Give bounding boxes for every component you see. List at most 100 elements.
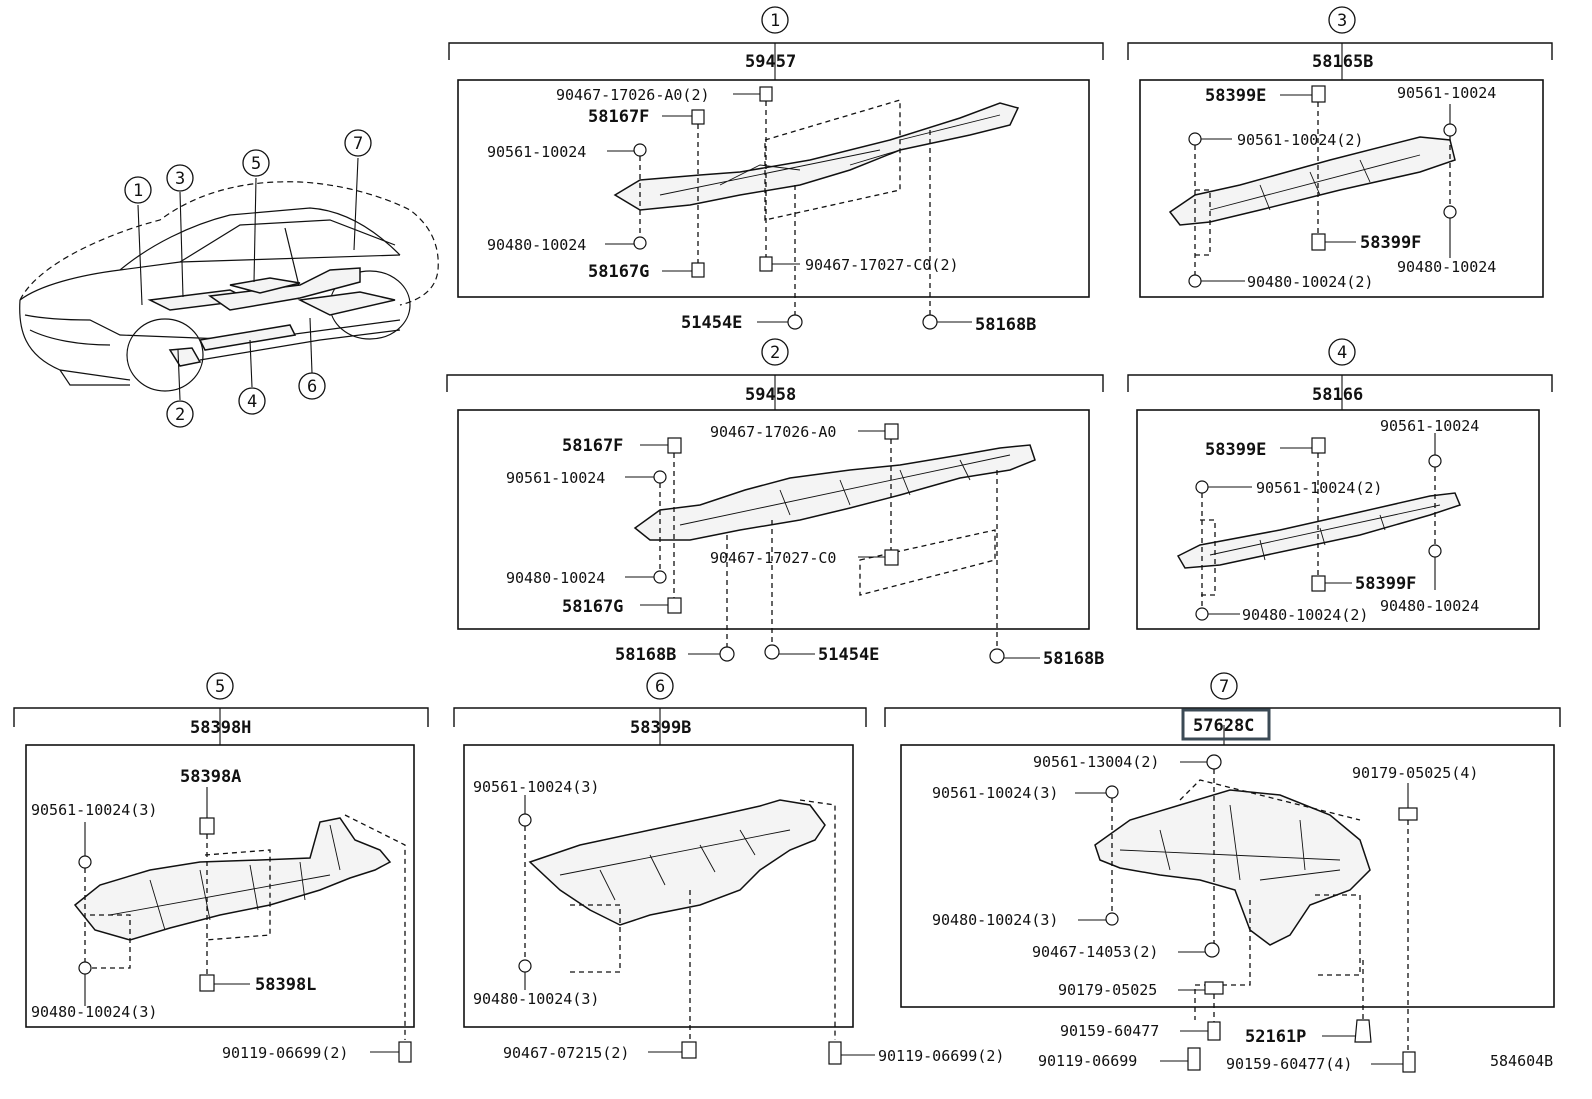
bolt-icon — [633, 143, 647, 157]
bolt-icon — [884, 423, 899, 440]
section-3: 3 58165B 58399E 90561-10024 90561-10024(… — [1127, 6, 1553, 298]
bolt-icon — [989, 648, 1005, 664]
label: 90561-10024(3) — [932, 784, 1058, 802]
label: 58399E — [1205, 86, 1266, 106]
bolt-icon — [398, 1041, 412, 1063]
bolt-icon — [1311, 233, 1326, 251]
label: 58167F — [562, 436, 623, 456]
label: 90561-10024 — [1397, 84, 1496, 102]
section-2: 2 59458 58167F 90467-17026-A0 9056 — [446, 338, 1104, 669]
label: 58168B — [975, 315, 1036, 335]
bolt-icon — [199, 974, 215, 992]
section-1-index: 1 — [770, 11, 780, 31]
section-1-frame — [457, 79, 1090, 298]
section-4: 4 58166 58399E 90561-10024 90561-10024(2… — [1127, 338, 1553, 630]
section-2-assembly: 59458 — [745, 385, 796, 405]
label: 58168B — [1043, 649, 1104, 669]
label: 90467-14053(2) — [1032, 943, 1158, 961]
bolt-icon — [518, 813, 532, 827]
section-1: 1 59457 90467-17026-A0(2) 58167F 9 — [448, 6, 1104, 335]
label: 58399F — [1355, 574, 1416, 594]
label: 58399E — [1205, 440, 1266, 460]
callout-circle-4 — [238, 387, 266, 415]
section-7-index: 7 — [1219, 677, 1229, 697]
label: 90119-06699(2) — [878, 1047, 1004, 1065]
bolt-icon — [1195, 480, 1209, 494]
label: 58398L — [255, 975, 316, 995]
bolt-icon — [653, 470, 667, 484]
clip-icon — [1204, 981, 1224, 995]
callout-num-3: 3 — [175, 169, 185, 189]
bolt-icon — [828, 1041, 842, 1065]
bolt-icon — [884, 549, 899, 566]
callout-num-5: 5 — [251, 154, 261, 174]
rivet-icon — [1354, 1019, 1372, 1043]
label: 90467-17027-C0(2) — [805, 256, 959, 274]
label: 90561-13004(2) — [1033, 753, 1159, 771]
bolt-icon — [691, 262, 705, 278]
bolt-icon — [1311, 575, 1326, 592]
bolt-icon — [1206, 754, 1222, 770]
bolt-icon — [1187, 1047, 1201, 1071]
bolt-icon — [78, 961, 92, 975]
callout-num-7: 7 — [353, 134, 363, 154]
bolt-icon — [691, 109, 705, 125]
label: 58167G — [588, 262, 649, 282]
bolt-icon — [1311, 437, 1326, 454]
callout-circle-6 — [298, 372, 326, 400]
bolt-icon — [759, 256, 773, 272]
bolt-icon — [719, 646, 735, 662]
label: 90159-60477 — [1060, 1022, 1159, 1040]
label: 90561-10024 — [1380, 417, 1479, 435]
label: 90467-17027-C0 — [710, 549, 836, 567]
label: 51454E — [818, 645, 879, 665]
label: 90561-10024(3) — [31, 801, 157, 819]
section-5-assembly: 58398H — [190, 718, 251, 738]
bolt-icon — [1105, 785, 1119, 799]
label: 90561-10024(2) — [1237, 131, 1363, 149]
label: 90179-05025 — [1058, 981, 1157, 999]
bolt-icon — [1443, 205, 1457, 219]
section-7-assembly: 57628C — [1193, 716, 1254, 736]
callout-circle-7 — [344, 129, 372, 157]
bolt-icon — [1188, 132, 1202, 146]
section-5-index: 5 — [215, 677, 225, 697]
callout-circle-3 — [166, 164, 194, 192]
label: 90480-10024 — [487, 236, 586, 254]
bolt-icon — [1195, 607, 1209, 621]
bolt-icon — [1105, 912, 1119, 926]
section-7: 7 57628C 90561-13004(2 — [884, 672, 1561, 1073]
label: 90467-17026-A0 — [710, 423, 836, 441]
bolt-icon — [78, 855, 92, 869]
bolt-icon — [759, 86, 773, 102]
section-5: 5 58398H 58398A 90561-10024(3) 58398L 90… — [13, 672, 429, 1063]
bolt-icon — [681, 1041, 697, 1059]
callout-circle-2 — [166, 400, 194, 428]
section-1-assembly: 59457 — [745, 52, 796, 72]
label: 58398A — [180, 767, 241, 787]
label: 90480-10024 — [1397, 258, 1496, 276]
section-4-assembly: 58166 — [1312, 385, 1363, 405]
diagram-id: 584604B — [1490, 1052, 1553, 1070]
label: 90467-07215(2) — [503, 1044, 629, 1062]
label: 90561-10024 — [506, 469, 605, 487]
section-6-assembly: 58399B — [630, 718, 691, 738]
label: 90159-60477(4) — [1226, 1055, 1352, 1073]
callout-num-1: 1 — [133, 181, 143, 201]
label: 90179-05025(4) — [1352, 764, 1478, 782]
callout-circle-1 — [124, 176, 152, 204]
bolt-icon — [922, 314, 938, 330]
bolt-icon — [633, 236, 647, 250]
section-3-assembly: 58165B — [1312, 52, 1373, 72]
callout-num-2: 2 — [175, 405, 185, 425]
bolt-icon — [518, 959, 532, 973]
label: 90561-10024(3) — [473, 778, 599, 796]
label: 90119-06699(2) — [222, 1044, 348, 1062]
label: 90467-17026-A0(2) — [556, 86, 710, 104]
label: 52161P — [1245, 1027, 1306, 1047]
label: 90480-10024 — [506, 569, 605, 587]
label: 58168B — [615, 645, 676, 665]
label: 90561-10024(2) — [1256, 479, 1382, 497]
label: 90119-06699 — [1038, 1052, 1137, 1070]
